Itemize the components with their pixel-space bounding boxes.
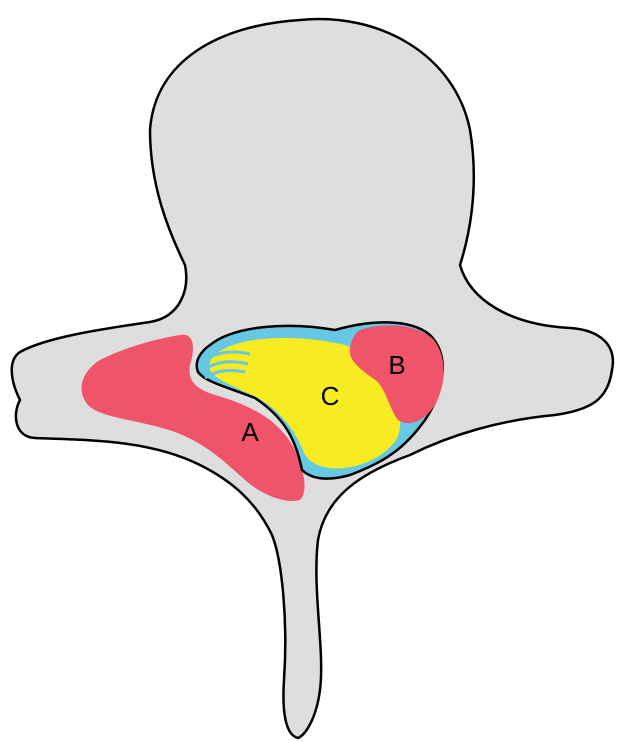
label-b: B xyxy=(388,350,405,380)
label-c: C xyxy=(321,381,340,411)
label-a: A xyxy=(241,417,259,447)
